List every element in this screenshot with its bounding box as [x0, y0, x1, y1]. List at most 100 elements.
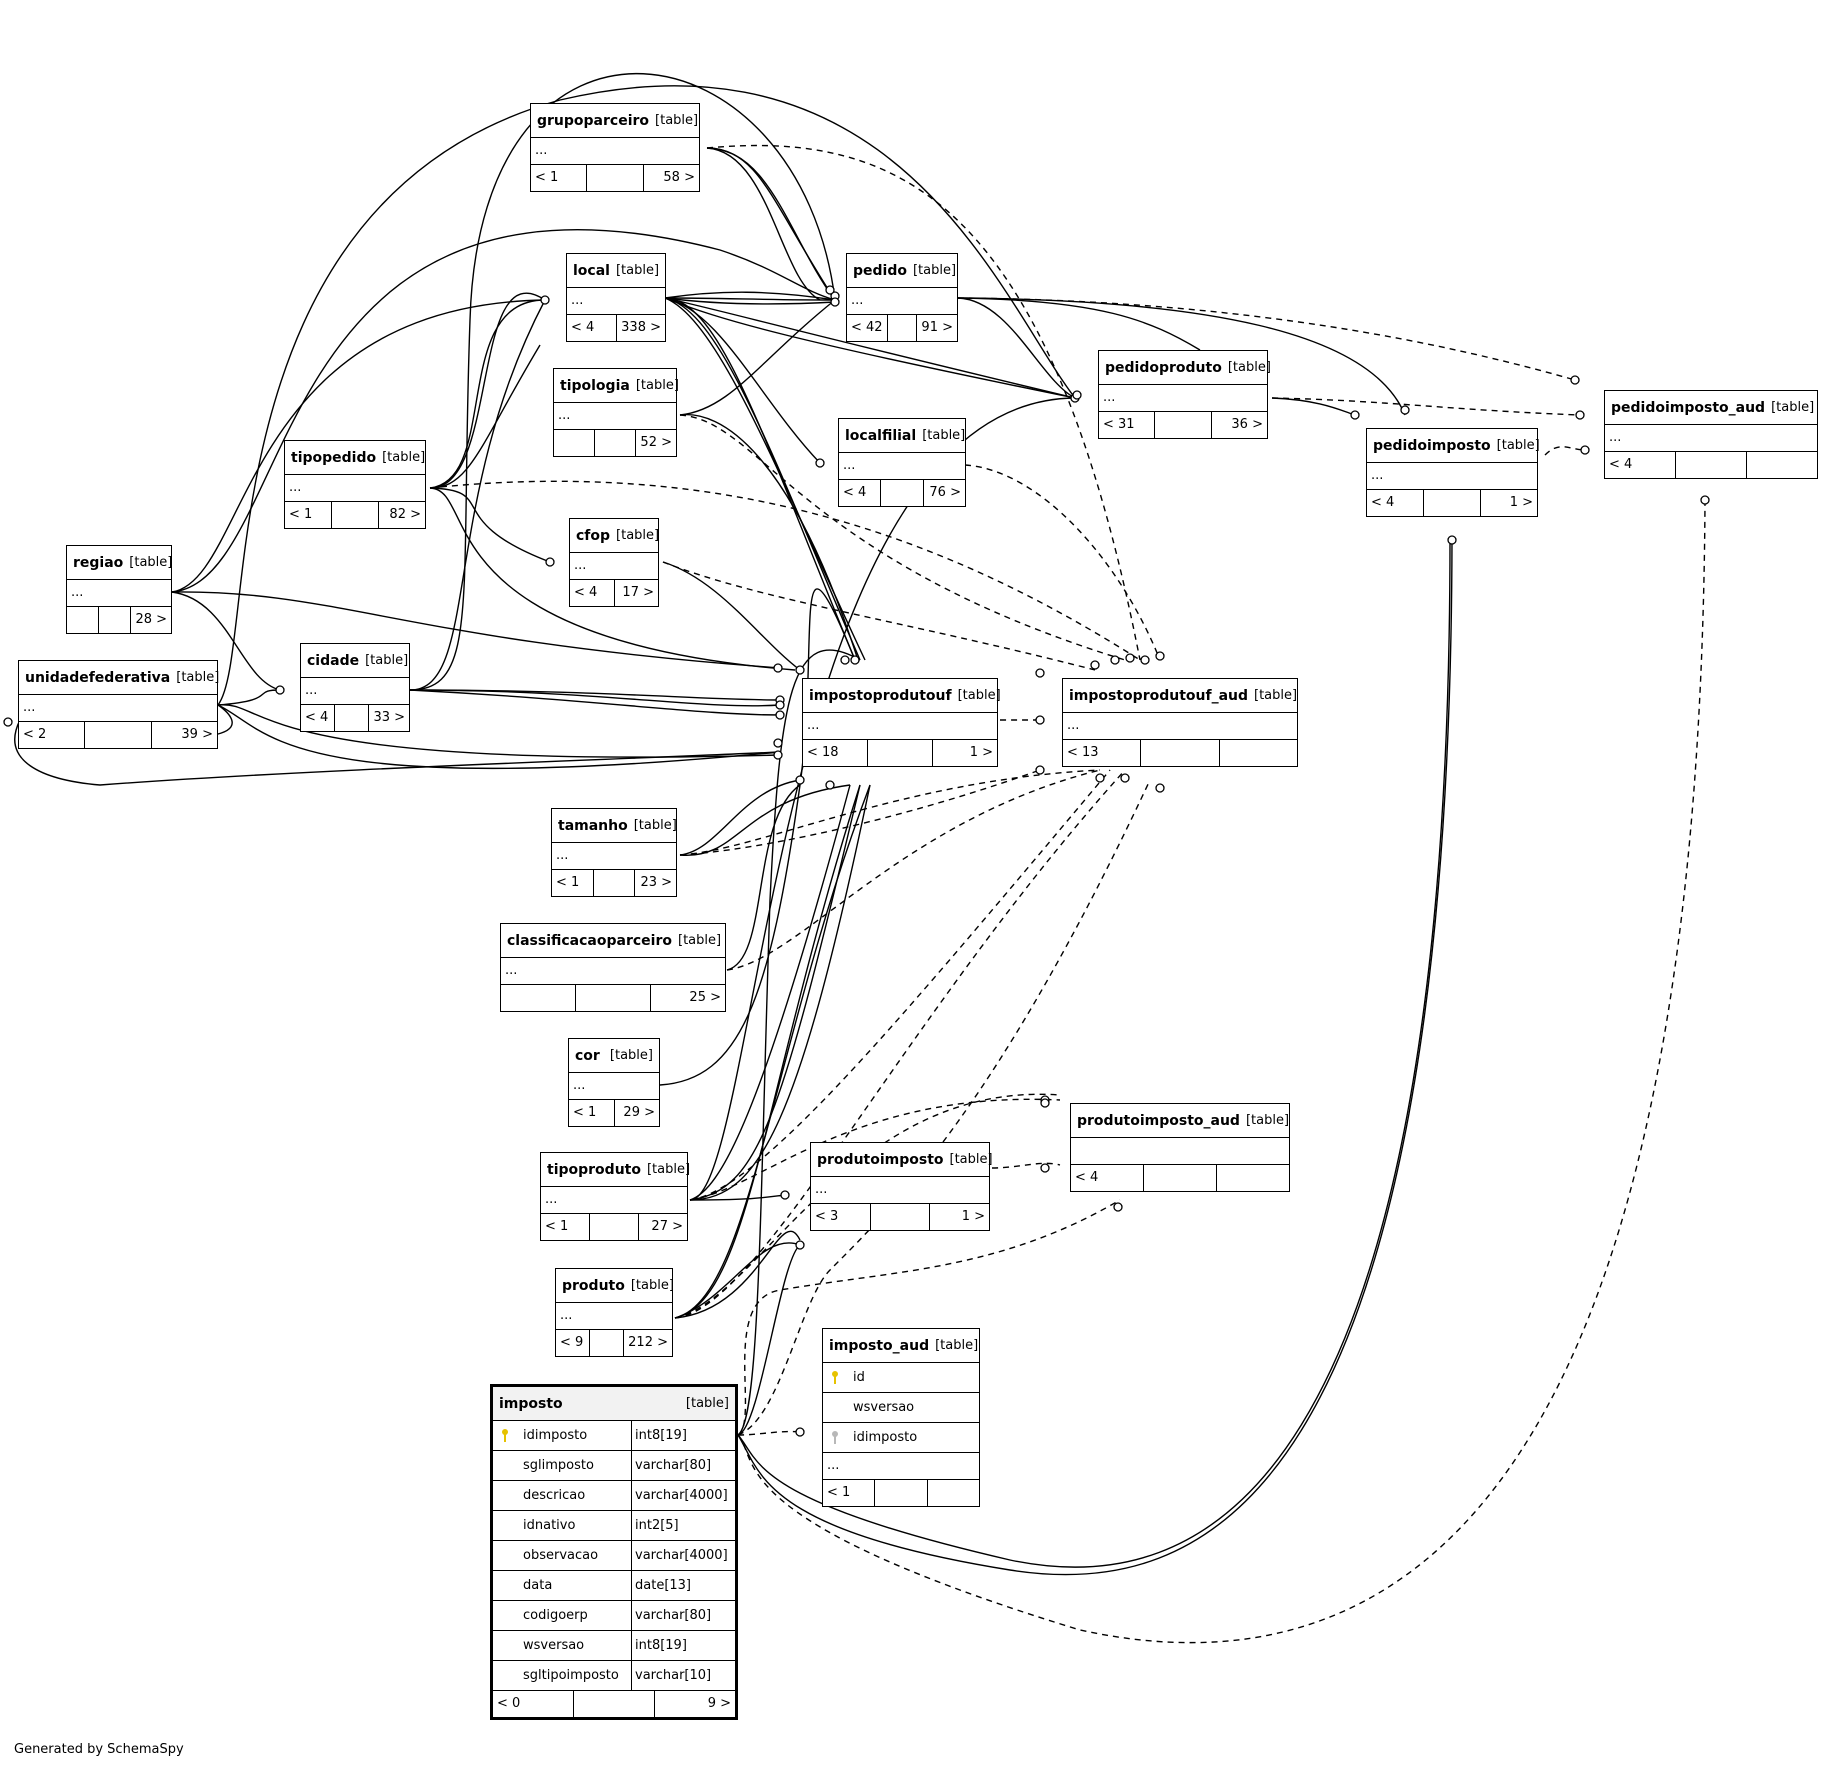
- relationship-line: [726, 769, 1101, 971]
- relationship-endpoint: [1035, 668, 1045, 678]
- child-count: 82 >: [378, 502, 425, 528]
- relationship-line: [689, 1194, 786, 1201]
- child-count: 23 >: [634, 870, 676, 896]
- row-count: [867, 740, 932, 766]
- relationship-line: [957, 297, 1201, 351]
- table-regiao[interactable]: regiao[table] ... 28 >: [66, 545, 172, 634]
- relationship-line: [689, 784, 871, 1201]
- columns-ellipsis: ...: [554, 403, 676, 430]
- relationship-line: [957, 297, 1406, 416]
- relationship-endpoint: [850, 655, 860, 665]
- child-count: [926, 1480, 979, 1506]
- columns-ellipsis: [1071, 1138, 1289, 1165]
- table-impostoprodutouf_aud[interactable]: impostoprodutouf_aud[table] ... < 13: [1062, 678, 1298, 767]
- parent-count: < 4: [1609, 457, 1633, 472]
- table-type: [table]: [609, 1048, 653, 1063]
- table-produtoimposto_aud[interactable]: produtoimposto_aud[table] < 4: [1070, 1103, 1290, 1192]
- column-type: int2[5]: [631, 1511, 735, 1540]
- relationship-line: [217, 704, 781, 770]
- parent-count: < 42: [851, 320, 883, 335]
- table-type: [table]: [1771, 400, 1815, 415]
- relationship-line: [409, 299, 546, 691]
- child-count: 76 >: [922, 480, 965, 506]
- table-tipologia[interactable]: tipologia[table] ... 52 >: [553, 368, 679, 457]
- table-name: pedido: [853, 262, 907, 279]
- child-count: 91 >: [916, 315, 957, 341]
- relationship-line: [674, 1242, 801, 1319]
- relationship-endpoint: [780, 1190, 790, 1200]
- relationship-endpoint: [775, 710, 785, 720]
- relationship-line: [664, 297, 856, 661]
- table-type: [table]: [646, 1162, 691, 1177]
- relationship-endpoint: [545, 557, 555, 567]
- table-type: [table]: [655, 113, 699, 128]
- table-type: [table]: [635, 378, 679, 393]
- columns-ellipsis: ...: [811, 1177, 989, 1204]
- relationship-line: [674, 1093, 1061, 1319]
- columns-ellipsis: ...: [1063, 713, 1297, 740]
- relationship-line: [409, 689, 781, 716]
- row-count: [594, 430, 635, 456]
- child-count: [1216, 1165, 1289, 1191]
- relationship-endpoint: [1125, 653, 1135, 663]
- columns-ellipsis: ...: [556, 1303, 672, 1330]
- foreign-key-icon: [832, 1431, 838, 1444]
- table-imposto_aud[interactable]: imposto_aud[table] id wsversao idimposto…: [822, 1328, 980, 1507]
- row-count: [334, 705, 368, 731]
- relationship-endpoint: [1110, 655, 1120, 665]
- relationship-endpoint: [775, 700, 785, 710]
- relationship-line: [679, 414, 1126, 661]
- table-type: [table]: [935, 1338, 979, 1353]
- relationship-line: [664, 297, 836, 301]
- table-name: tamanho: [558, 817, 628, 834]
- column-type: varchar[80]: [631, 1451, 735, 1480]
- relationship-line: [964, 464, 1161, 661]
- relationship-counts: < 13: [1063, 740, 1297, 766]
- relationship-endpoint: [795, 775, 805, 785]
- relationship-line: [217, 689, 281, 706]
- table-pedidoimposto_aud[interactable]: pedidoimposto_aud[table] ... < 4: [1604, 390, 1818, 479]
- relationship-line: [662, 561, 1096, 671]
- child-count: 9 >: [654, 1691, 735, 1717]
- table-name: impostoprodutouf: [809, 687, 952, 704]
- relationship-line: [674, 784, 861, 1319]
- row-count: [1675, 452, 1746, 478]
- table-name: pedidoproduto: [1105, 359, 1222, 376]
- table-type: [table]: [382, 450, 426, 465]
- table-classificacaoparceiro[interactable]: classificacaoparceiro[table] ... 25 >: [500, 923, 726, 1012]
- child-count: 17 >: [613, 580, 659, 606]
- row-count: [874, 1480, 926, 1506]
- column-name: sglimposto: [523, 1458, 594, 1473]
- relationship-line: [706, 147, 836, 301]
- table-type: [table]: [912, 263, 957, 278]
- relationship-line: [737, 1199, 1121, 1436]
- table-name: pedidoimposto_aud: [1611, 399, 1766, 416]
- relationship-line: [679, 413, 859, 661]
- relationship-endpoint: [275, 685, 285, 695]
- relationship-counts: < 42 91 >: [847, 315, 957, 341]
- parent-count: < 3: [815, 1209, 839, 1224]
